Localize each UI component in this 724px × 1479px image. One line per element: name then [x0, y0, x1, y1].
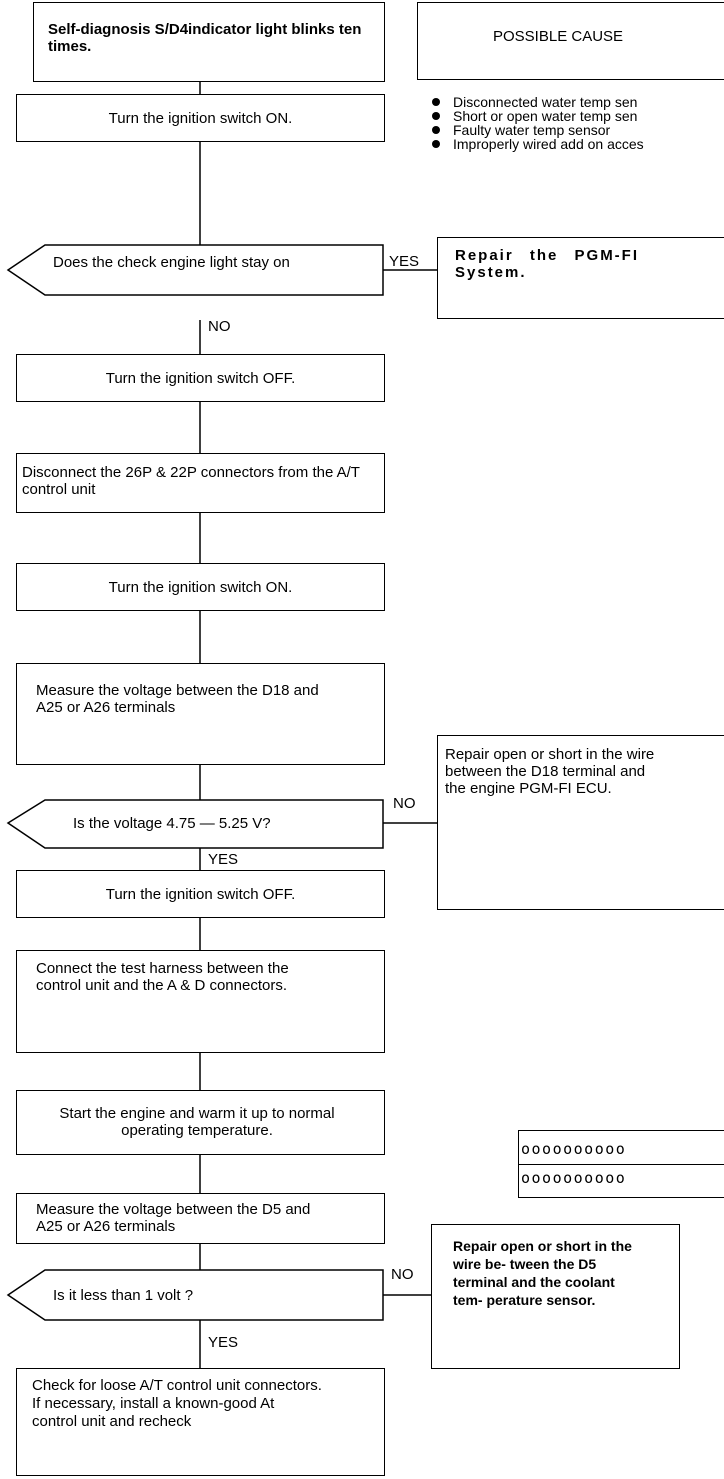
no-label: NO	[393, 795, 416, 812]
step-warm-engine: Start the engine and warm it up to norma…	[16, 1090, 385, 1155]
action-text: Repair the PGM-FI System.	[455, 247, 640, 281]
step-text: Turn the ignition switch OFF.	[105, 886, 296, 903]
cause-item: Short or open water temp sen	[432, 109, 644, 123]
decision-voltage-range: Is the voltage 4.75 — 5.25 V?	[73, 815, 271, 832]
action-repair-d5-wire: Repair open or short in the wire be- twe…	[431, 1224, 680, 1369]
step-text: Turn the ignition switch ON.	[108, 110, 293, 127]
possible-cause-box: POSSIBLE CAUSE	[417, 2, 724, 80]
step-text: Turn the ignition switch OFF.	[105, 370, 296, 387]
step-text: Measure the voltage between the D5 and A…	[36, 1201, 311, 1235]
action-text: Repair open or short in the wire between…	[445, 746, 655, 797]
action-repair-d18-wire: Repair open or short in the wire between…	[437, 735, 724, 910]
step-measure-d18: Measure the voltage between the D18 and …	[16, 663, 385, 765]
step-connect-test-harness: Connect the test harness between the con…	[16, 950, 385, 1053]
step-text: Measure the voltage between the D18 and …	[36, 682, 319, 716]
step-ignition-off-1: Turn the ignition switch OFF.	[16, 354, 385, 402]
yes-label: YES	[389, 253, 420, 270]
step-measure-d5: Measure the voltage between the D5 and A…	[16, 1193, 385, 1244]
connector-row-2: oooooooooo	[521, 1169, 627, 1187]
action-text: Repair open or short in the wire be- twe…	[453, 1238, 632, 1308]
step-ignition-on-1: Turn the ignition switch ON.	[16, 94, 385, 142]
step-text: Disconnect the 26P & 22P connectors from…	[22, 464, 360, 498]
yes-label: YES	[208, 1334, 239, 1351]
decision-shape-2	[6, 799, 384, 849]
possible-cause-title: POSSIBLE CAUSE	[493, 28, 624, 45]
bullet-icon	[432, 98, 440, 106]
yes-label: YES	[208, 851, 239, 868]
connector-divider	[518, 1164, 724, 1165]
cause-item: Improperly wired add on acces	[432, 137, 644, 151]
step-disconnect-connectors: Disconnect the 26P & 22P connectors from…	[16, 453, 385, 513]
step-text: Self-diagnosis S/D4indicator light blink…	[48, 21, 362, 55]
no-label: NO	[208, 318, 231, 335]
action-repair-pgm-fi: Repair the PGM-FI System.	[437, 237, 724, 319]
bullet-icon	[432, 140, 440, 148]
bullet-icon	[432, 126, 440, 134]
step-check-loose-connectors: Check for loose A/T control unit connect…	[16, 1368, 385, 1476]
possible-cause-list: Disconnected water temp sen Short or ope…	[432, 95, 644, 151]
cause-item: Faulty water temp sensor	[432, 123, 644, 137]
step-self-diagnosis: Self-diagnosis S/D4indicator light blink…	[33, 2, 385, 82]
no-label: NO	[391, 1266, 414, 1283]
bullet-icon	[432, 112, 440, 120]
decision-less-than-1-volt: Is it less than 1 volt ?	[53, 1287, 194, 1304]
cause-item: Disconnected water temp sen	[432, 95, 644, 109]
step-ignition-on-2: Turn the ignition switch ON.	[16, 563, 385, 611]
decision-check-engine-light: Does the check engine light stay on	[53, 254, 290, 271]
step-ignition-off-2: Turn the ignition switch OFF.	[16, 870, 385, 918]
step-text: Connect the test harness between the con…	[36, 960, 289, 994]
step-text: Start the engine and warm it up to norma…	[59, 1105, 335, 1139]
decision-shape-1	[6, 244, 384, 296]
connector-pin-diagram: oooooooooo oooooooooo	[518, 1130, 724, 1198]
connector-row-1: oooooooooo	[521, 1140, 627, 1158]
step-text: Check for loose A/T control unit connect…	[32, 1377, 322, 1430]
step-text: Turn the ignition switch ON.	[108, 579, 293, 596]
decision-shape-3	[6, 1269, 384, 1321]
